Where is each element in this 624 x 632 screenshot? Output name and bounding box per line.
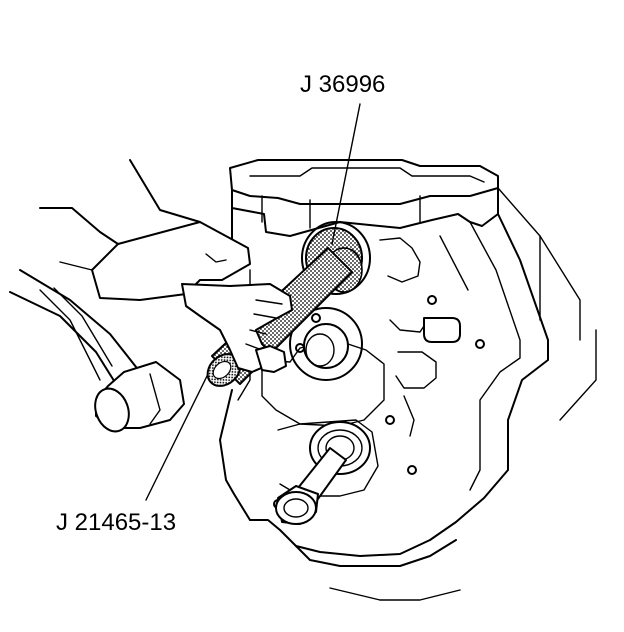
lower-installer-tool — [275, 447, 347, 525]
callout-leaders — [145, 103, 361, 501]
engine-block — [213, 159, 597, 601]
callout-label-j36996: J 36996 — [300, 71, 385, 98]
hammer — [9, 269, 185, 433]
callout-label-j21465-13: J 21465-13 — [56, 509, 176, 536]
hand — [39, 159, 293, 373]
